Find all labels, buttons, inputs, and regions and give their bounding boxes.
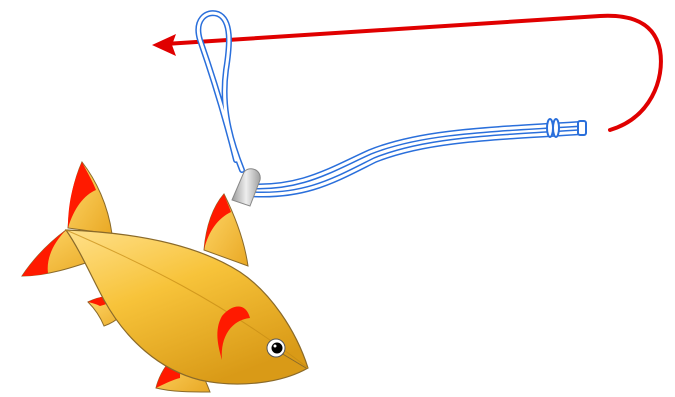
dorsal-fin [204,194,248,266]
bail [232,169,260,206]
fish-eye-icon [267,339,285,357]
knot-ring [553,119,559,137]
tail-fin-top [68,162,112,234]
cord-end [578,121,586,135]
cord [198,13,586,194]
